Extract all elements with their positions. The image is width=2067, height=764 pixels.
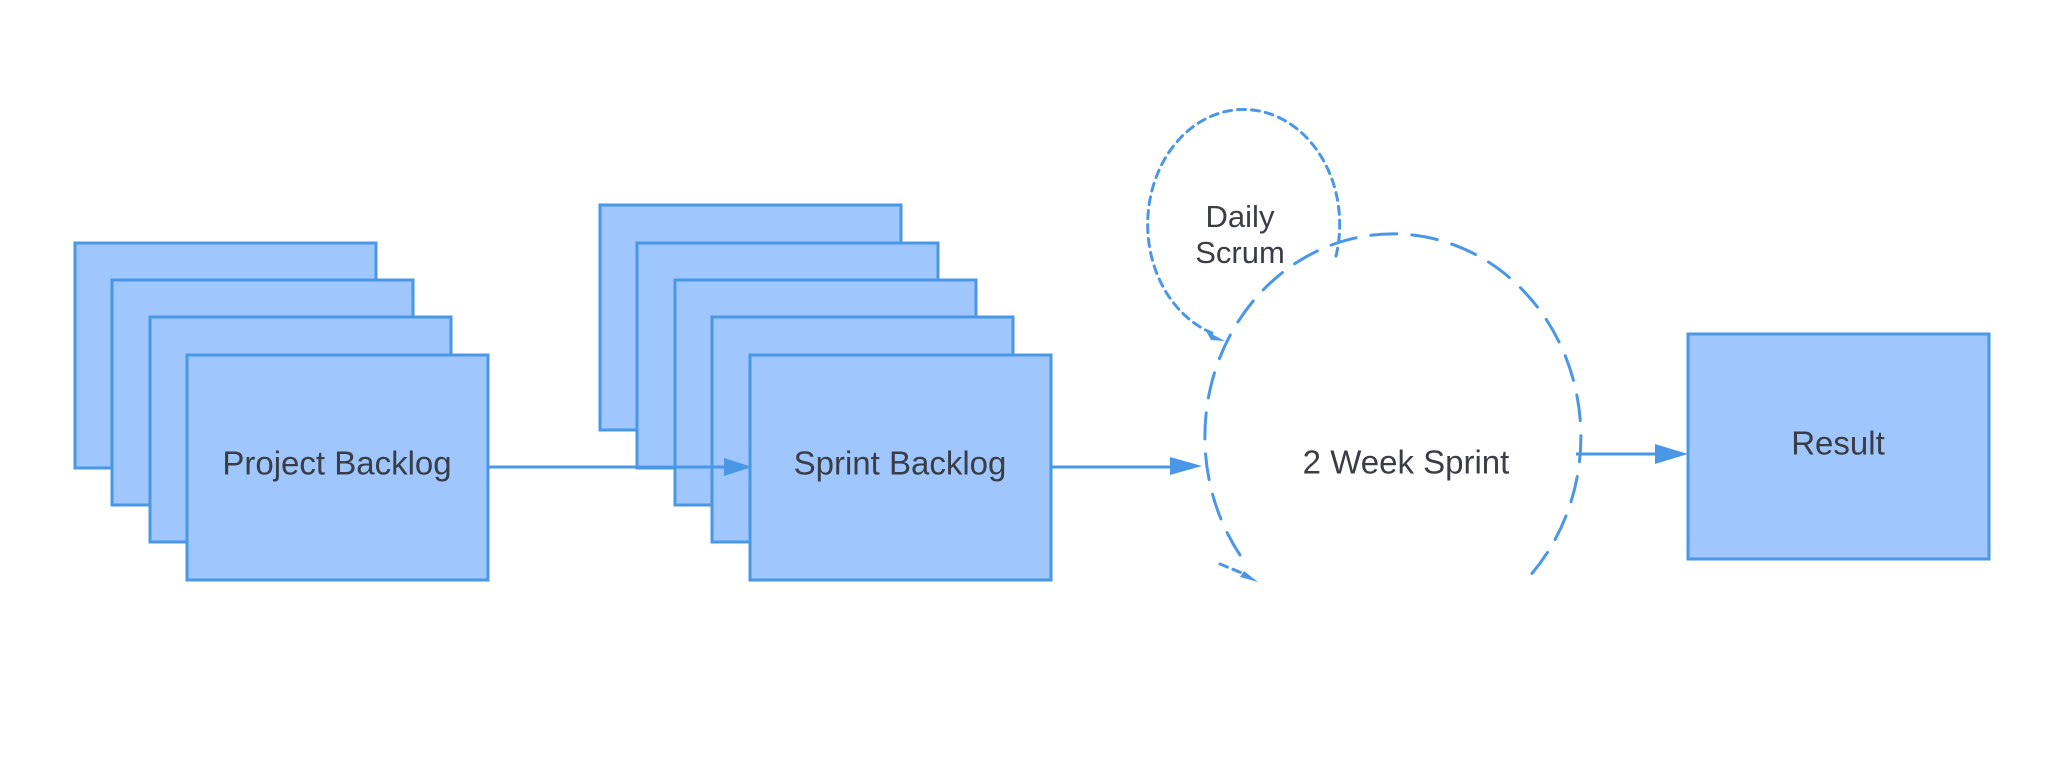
daily-scrum-ring (1146, 107, 1342, 335)
project-backlog-stack: Project Backlog (73, 241, 490, 582)
arrow-head-icon (1170, 457, 1202, 475)
daily-scrum-cycle: Daily Scrum (1146, 107, 1342, 341)
daily-scrum-label-line2: Scrum (1195, 235, 1285, 270)
sprint-cycle-ring (1203, 232, 1583, 580)
arrow-head-icon (1240, 571, 1258, 582)
arrow-head-icon (1655, 444, 1688, 464)
two-week-sprint-cycle: 2 Week Sprint (1203, 232, 1583, 580)
arrow-sprint-to-result (1576, 444, 1688, 464)
arrow-head-icon (724, 458, 752, 476)
sprint-backlog-stack: Sprint Backlog (598, 203, 1053, 582)
arrow-head-icon (1206, 331, 1225, 341)
result-card (1686, 332, 1991, 561)
sprint-backlog-label: Sprint Backlog (794, 445, 1007, 482)
arrow-sprint-backlog-to-sprint (1051, 457, 1202, 475)
two-week-sprint-label: 2 Week Sprint (1303, 444, 1510, 481)
result-label: Result (1791, 425, 1885, 462)
arrow-project-to-sprint-backlog (488, 458, 752, 476)
result-box: Result (1686, 332, 1991, 561)
project-backlog-card-front (185, 353, 490, 582)
project-backlog-label: Project Backlog (222, 445, 451, 482)
sprint-loop-arrow (1218, 562, 1258, 582)
daily-scrum-label-line1: Daily (1206, 199, 1275, 234)
